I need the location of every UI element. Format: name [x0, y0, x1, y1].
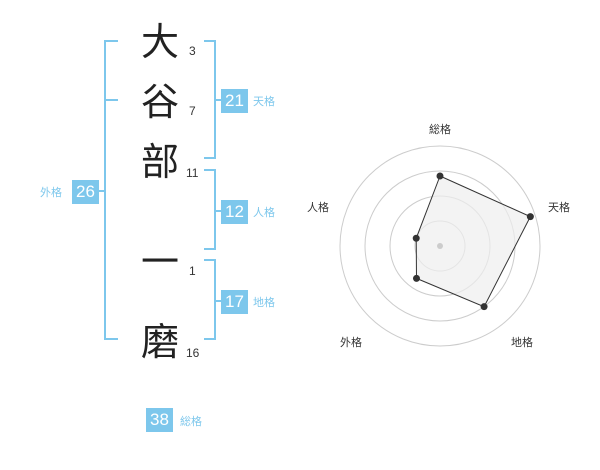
stroke-count-4: 1: [189, 264, 196, 278]
jinkaku-connector: [215, 210, 221, 212]
radar-point-1: [436, 172, 444, 180]
radar-point-3: [480, 303, 488, 311]
chikaku-connector: [215, 300, 221, 302]
radar-point-5: [412, 234, 420, 242]
jinkaku-bracket: [204, 169, 216, 250]
tenkaku-value: 21: [221, 89, 248, 113]
chikaku-label: 地格: [253, 296, 275, 309]
soukaku-label: 総格: [180, 415, 202, 428]
radar-label-tenkaku: 天格: [548, 201, 570, 214]
gaikaku-value: 26: [72, 180, 99, 204]
radar-label-jinkaku: 人格: [307, 201, 329, 214]
stroke-count-2: 7: [189, 104, 196, 118]
stroke-count-1: 3: [189, 44, 196, 58]
radar-polygon: [415, 175, 532, 308]
tenkaku-label: 天格: [253, 95, 275, 108]
radar-label-soukaku: 総格: [429, 123, 451, 136]
radar-label-chikaku: 地格: [511, 336, 533, 349]
name-char-2: 谷: [140, 80, 179, 124]
gaikaku-bracket: [104, 40, 118, 340]
gaikaku-connector: [96, 190, 105, 192]
radar-point-4: [412, 274, 420, 282]
soukaku-value: 38: [146, 408, 173, 432]
jinkaku-label: 人格: [253, 206, 275, 219]
name-char-5: 磨: [140, 320, 179, 364]
radar-center-dot: [437, 243, 443, 249]
stroke-count-3: 11: [186, 166, 199, 180]
chikaku-value: 17: [221, 290, 248, 314]
name-char-3: 部: [140, 140, 179, 184]
tenkaku-connector: [215, 99, 221, 101]
stroke-count-5: 16: [186, 346, 200, 360]
radar-point-2: [526, 213, 534, 221]
gaikaku-bracket-tick: [104, 99, 118, 101]
gaikaku-label: 外格: [40, 186, 62, 199]
name-char-4: 一: [140, 240, 179, 284]
jinkaku-value: 12: [221, 200, 248, 224]
radar-label-gaikaku: 外格: [340, 336, 362, 349]
radar-ring: [339, 145, 541, 347]
chikaku-bracket: [204, 259, 216, 340]
name-char-1: 大: [140, 20, 179, 64]
